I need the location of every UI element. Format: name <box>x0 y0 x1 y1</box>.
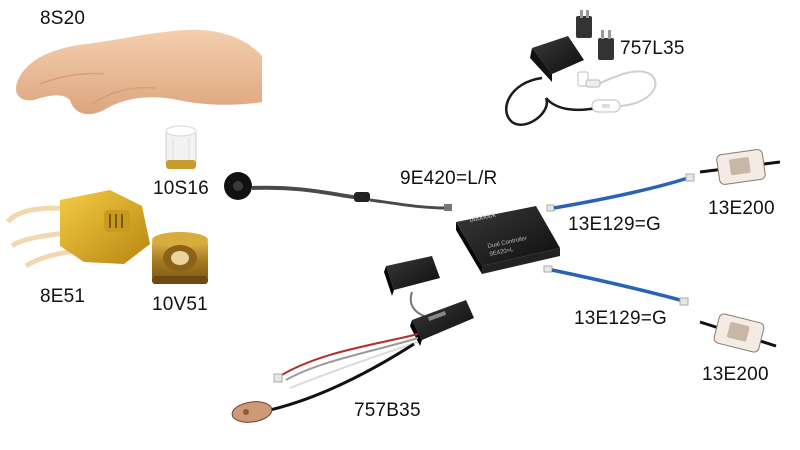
electrode-cable-icon <box>224 172 452 211</box>
label-hand: 8S20 <box>40 8 86 29</box>
battery-pack-icon <box>231 256 474 423</box>
electrode-icon <box>699 313 777 353</box>
controller-line2-text: 9E420=L <box>489 247 515 258</box>
label-electrode-lower: 13E200 <box>702 364 769 385</box>
label-cable-upper: 13E129=G <box>568 214 661 235</box>
label-cable-lower: 13E129=G <box>574 308 667 329</box>
label-wrist-adapter: 10S16 <box>153 178 209 199</box>
label-wrist-unit: 10V51 <box>152 294 208 315</box>
electrode-icon <box>699 149 781 185</box>
wrist-unit-icon <box>152 232 208 284</box>
prosthetic-hand-icon <box>15 29 262 115</box>
label-battery: 757B35 <box>354 400 421 421</box>
label-electrode-upper: 13E200 <box>708 198 775 219</box>
controller-unit-icon: ottobock Dual Controller 9E420=L <box>456 206 560 274</box>
hand-mechanism-icon <box>5 190 150 269</box>
wrist-adapter-icon <box>165 125 197 169</box>
label-hand-mechanism: 8E51 <box>40 286 86 307</box>
blue-cable-lower-icon <box>543 265 689 306</box>
blue-cable-upper-icon <box>546 173 695 212</box>
label-charger: 757L35 <box>620 38 685 59</box>
label-controller: 9E420=L/R <box>400 168 498 189</box>
power-adapter-icon <box>505 10 657 126</box>
